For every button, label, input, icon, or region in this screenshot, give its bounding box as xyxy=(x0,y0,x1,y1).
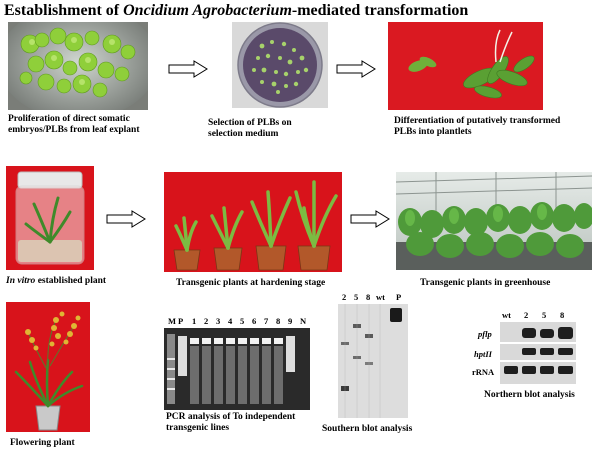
northern-row-label: pflp xyxy=(478,329,492,339)
caption-differentiation: Differentiation of putatively transforme… xyxy=(394,116,561,137)
caption-in-vitro: In vitro established plant xyxy=(6,276,126,287)
caption-flowering: Flowering plant xyxy=(10,438,75,448)
northern-lane-labels: wt 2 5 8 xyxy=(500,310,580,322)
northern-row-label: rRNA xyxy=(472,367,495,377)
in-vitro-rest: established plant xyxy=(35,276,107,286)
northern-blot-image xyxy=(500,322,576,384)
caption-northern: Northern blot analysis xyxy=(484,390,575,400)
flowering-photo xyxy=(6,302,90,432)
southern-lane-label: wt xyxy=(376,292,385,302)
northern-lane-label: 5 xyxy=(542,310,547,320)
caption-pcr: PCR analysis of To independent transgeni… xyxy=(166,412,296,433)
in-vitro-italic: In vitro xyxy=(6,276,36,286)
arrow-right-icon xyxy=(350,210,390,228)
plb-proliferation-photo xyxy=(8,22,148,110)
figure-title: Establishment of Oncidium Agrobacterium-… xyxy=(4,2,468,20)
caption-plb-proliferation: Proliferation of direct somatic embryos/… xyxy=(8,114,140,135)
caption-southern: Southern blot analysis xyxy=(322,424,413,434)
pcr-lane-label: 9 xyxy=(288,316,293,326)
southern-lane-labels: 2 5 8 wt P xyxy=(340,292,410,304)
pcr-lane-label: M xyxy=(168,316,177,326)
pcr-lane-label: 7 xyxy=(264,316,269,326)
northern-lane-label: wt xyxy=(502,310,511,320)
pcr-lane-label: 2 xyxy=(204,316,209,326)
southern-lane-label: 2 xyxy=(342,292,347,302)
pcr-lane-labels: M P 1 2 3 4 5 6 7 8 9 N xyxy=(166,316,316,328)
caption-hardening: Transgenic plants at hardening stage xyxy=(176,278,326,288)
northern-lane-label: 8 xyxy=(560,310,565,320)
differentiation-photo xyxy=(388,22,543,110)
caption-greenhouse: Transgenic plants in greenhouse xyxy=(420,278,551,288)
pcr-lane-label: 5 xyxy=(240,316,245,326)
southern-lane-label: P xyxy=(396,292,402,302)
pcr-lane-label: 6 xyxy=(252,316,257,326)
pcr-gel-image xyxy=(164,328,310,410)
title-prefix: Establishment of xyxy=(4,2,124,19)
northern-lane-label: 2 xyxy=(524,310,529,320)
arrow-right-icon xyxy=(336,60,376,78)
pcr-lane-label: 3 xyxy=(216,316,221,326)
southern-lane-label: 5 xyxy=(354,292,359,302)
title-suffix: -mediated transformation xyxy=(291,2,469,19)
pcr-lane-label: 4 xyxy=(228,316,233,326)
pcr-lane-label: N xyxy=(300,316,307,326)
title-italic: Oncidium Agrobacterium xyxy=(123,2,292,19)
hardening-photo xyxy=(164,172,342,272)
pcr-lane-label: P xyxy=(178,316,184,326)
plb-selection-photo xyxy=(232,22,328,108)
southern-blot-image xyxy=(338,304,408,418)
arrow-right-icon xyxy=(106,210,146,228)
greenhouse-photo xyxy=(396,172,592,270)
pcr-lane-label: 1 xyxy=(192,316,197,326)
northern-row-labels: pflp hptII rRNA xyxy=(468,322,502,382)
in-vitro-photo xyxy=(6,166,94,270)
pcr-lane-label: 8 xyxy=(276,316,281,326)
caption-plb-selection: Selection of PLBs on selection medium xyxy=(208,118,292,139)
northern-row-label: hptII xyxy=(474,349,492,359)
arrow-right-icon xyxy=(168,60,208,78)
southern-lane-label: 8 xyxy=(366,292,371,302)
